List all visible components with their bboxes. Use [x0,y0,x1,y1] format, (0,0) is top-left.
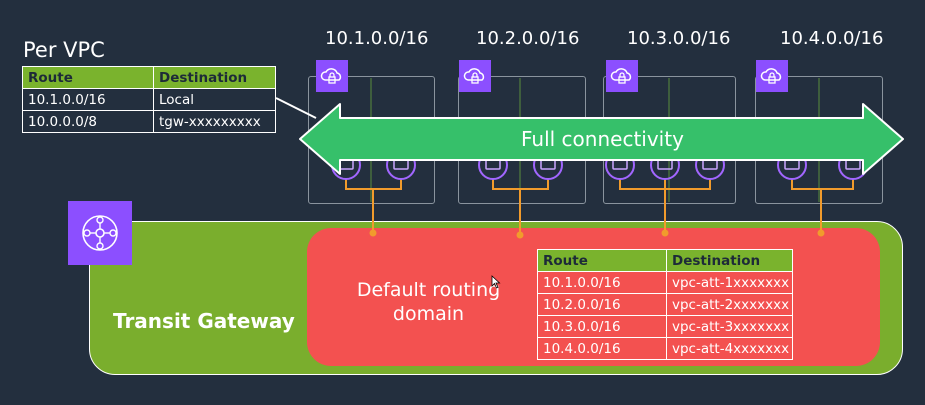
tgw-route-table: Route Destination 10.1.0.0/16 vpc-att-1x… [537,249,793,360]
vpc-3-cidr: 10.3.0.0/16 [627,28,731,49]
table-row: 10.4.0.0/16 vpc-att-4xxxxxxx [537,337,793,360]
attachment-dots [369,229,825,239]
routing-domain-label: Default routing domain [356,279,501,325]
route-cell: 10.2.0.0/16 [537,293,667,316]
route-cell: 10.0.0.0/8 [22,110,154,133]
table-row: 10.2.0.0/16 vpc-att-2xxxxxxx [537,293,793,316]
table-row: 10.0.0.0/8 tgw-xxxxxxxxx [22,110,276,133]
cursor-icon [491,275,501,289]
vpc-cloud-lock-icon [459,60,491,92]
route-cell: 10.3.0.0/16 [537,315,667,338]
full-connectivity-arrow [299,103,904,175]
destination-cell: vpc-att-3xxxxxxx [666,315,793,338]
route-cell: 10.4.0.0/16 [537,337,667,360]
vpc-1-cidr: 10.1.0.0/16 [325,28,429,49]
full-connectivity-label: Full connectivity [521,127,684,151]
transit-gateway-label: Transit Gateway [113,309,295,333]
route-cell: 10.1.0.0/16 [537,271,667,294]
tgw-header-destination: Destination [666,249,793,272]
vpc-cloud-lock-icon [316,60,348,92]
vpc-cloud-lock-icon [756,60,788,92]
vpc-2-cidr: 10.2.0.0/16 [476,28,580,49]
destination-cell: tgw-xxxxxxxxx [153,110,276,133]
destination-cell: vpc-att-2xxxxxxx [666,293,793,316]
attachment-connectors [345,179,854,235]
per-vpc-header-destination: Destination [153,66,276,89]
destination-cell: vpc-att-4xxxxxxx [666,337,793,360]
per-vpc-title: Per VPC [23,38,105,62]
tgw-header-route: Route [537,249,667,272]
table-row: 10.1.0.0/16 vpc-att-1xxxxxxx [537,271,793,294]
transit-gateway-icon [68,201,132,265]
per-vpc-pointer-line [275,97,317,119]
destination-cell: vpc-att-1xxxxxxx [666,271,793,294]
table-row: 10.3.0.0/16 vpc-att-3xxxxxxx [537,315,793,338]
vpc-4-cidr: 10.4.0.0/16 [780,28,884,49]
per-vpc-route-table: Route Destination 10.1.0.0/16 Local 10.0… [22,66,276,133]
vpc-cloud-lock-icon [606,60,638,92]
